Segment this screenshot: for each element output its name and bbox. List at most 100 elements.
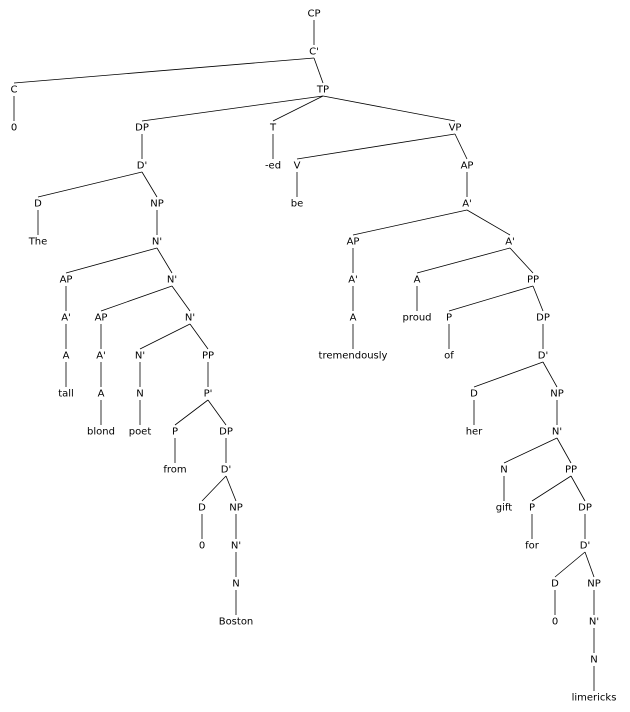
tree-edge-vp-v	[296, 133, 456, 160]
tree-node-dp3: DP	[536, 313, 550, 324]
tree-node-abar_trem: A'	[348, 275, 358, 286]
tree-node-t: T	[269, 123, 277, 134]
tree-node-n_gift: N	[500, 465, 507, 476]
tree-labels: CPC'C0TPDPD'DTheNPN'APA'AtallN'APA'Ablon…	[11, 9, 617, 704]
tree-node-n_lim: N	[590, 655, 597, 666]
tree-node-ap_tall: AP	[60, 275, 73, 286]
tree-edge-vp-ap_main	[454, 133, 468, 160]
tree-node-be: be	[291, 199, 304, 210]
tree-node-p_from: P	[172, 427, 178, 438]
tree-node-dbar1: D'	[137, 161, 147, 172]
tree-edge-nbar1-nbar2	[156, 247, 173, 274]
tree-edge-abar_proud-pp2	[509, 247, 534, 274]
tree-edge-tp-vp	[322, 95, 456, 122]
tree-node-tall: tall	[58, 389, 74, 400]
tree-node-pp3: PP	[565, 465, 577, 476]
tree-node-nbar3: N'	[185, 313, 195, 324]
tree-edge-tp-dp1	[141, 95, 324, 122]
tree-node-tremendously: tremendously	[319, 351, 388, 362]
tree-node-cbar: C'	[309, 47, 319, 58]
tree-node-a_trem: A	[350, 313, 357, 324]
tree-edge-abar_proud-a_proud	[416, 247, 511, 274]
tree-node-nbar6: N'	[552, 427, 562, 438]
tree-node-proud: proud	[402, 313, 431, 324]
tree-node-nbar2: N'	[167, 275, 177, 286]
tree-node-np3: NP	[550, 389, 564, 400]
tree-node-n_poet: N	[136, 389, 143, 400]
tree-edge-nbar1-ap_tall	[65, 247, 158, 274]
tree-node-the: The	[28, 237, 48, 248]
tree-node-nbar4: N'	[135, 351, 145, 362]
tree-edge-dbar2-np2	[225, 475, 237, 502]
tree-edge-dbar4-d4	[554, 551, 586, 578]
tree-node-nbar7: N'	[589, 617, 599, 628]
tree-node-vp: VP	[449, 123, 462, 134]
tree-node-ap_main: AP	[461, 161, 474, 172]
tree-node-cp: CP	[307, 9, 320, 20]
tree-edge-pp2-dp3	[532, 285, 544, 312]
tree-node-for: for	[525, 541, 540, 552]
tree-node-np2: NP	[229, 503, 243, 514]
tree-node-nbar1: N'	[152, 237, 162, 248]
tree-edge-abar_main-ap_trem	[352, 209, 468, 236]
tree-edge-nbar2-ap_blond	[100, 285, 173, 312]
tree-node-abar_tall: A'	[61, 313, 71, 324]
tree-node-poet: poet	[129, 427, 152, 438]
tree-node-dbar4: D'	[580, 541, 590, 552]
tree-node-p_for: P	[529, 503, 535, 514]
tree-node-pp1: PP	[202, 351, 214, 362]
tree-edge-abar_main-abar_proud	[466, 209, 511, 236]
tree-node-nbar5: N'	[231, 541, 241, 552]
tree-edge-nbar3-pp1	[189, 323, 209, 350]
tree-node-p_of: P	[446, 313, 452, 324]
tree-node-limericks: limericks	[572, 693, 617, 704]
tree-node-dbar3: D'	[538, 351, 548, 362]
tree-node-np4: NP	[587, 579, 601, 590]
tree-node-pbar1: P'	[204, 389, 213, 400]
tree-node-np1: NP	[150, 199, 164, 210]
tree-edge-pp3-dp4	[570, 475, 586, 502]
tree-edge-nbar3-nbar4	[139, 323, 191, 350]
tree-node-dp4: DP	[578, 503, 592, 514]
tree-node-ed: -ed	[265, 161, 281, 172]
tree-node-tp: TP	[316, 85, 329, 96]
tree-edge-cbar-c	[13, 57, 315, 84]
tree-edge-pp3-p_for	[531, 475, 572, 502]
tree-node-pp2: PP	[527, 275, 539, 286]
tree-node-d3: D	[470, 389, 478, 400]
tree-node-abar_main: A'	[462, 199, 472, 210]
tree-edge-nbar2-nbar3	[171, 285, 191, 312]
tree-node-dp2: DP	[219, 427, 233, 438]
tree-node-blond: blond	[87, 427, 115, 438]
tree-node-d4_0: 0	[552, 617, 558, 628]
tree-node-a_proud: A	[414, 275, 421, 286]
tree-edge-cbar-tp	[313, 57, 324, 84]
tree-edges	[13, 20, 595, 691]
tree-node-v: V	[294, 161, 301, 172]
tree-node-d2: D	[198, 503, 206, 514]
tree-edge-dbar3-np3	[542, 361, 558, 388]
tree-node-ap_trem: AP	[347, 237, 360, 248]
tree-node-of: of	[444, 351, 454, 362]
tree-node-ap_blond: AP	[95, 313, 108, 324]
tree-node-c: C	[11, 85, 18, 96]
tree-node-abar_blond: A'	[96, 351, 106, 362]
tree-node-a_blond: A	[98, 389, 105, 400]
tree-node-from: from	[163, 465, 186, 476]
tree-edge-pbar1-p_from	[174, 399, 209, 426]
tree-edge-pbar1-dp2	[207, 399, 227, 426]
tree-edge-dbar1-np1	[141, 171, 158, 198]
tree-node-a_tall: A	[63, 351, 70, 362]
tree-edge-dbar1-d1	[37, 171, 143, 198]
tree-node-d2_0: 0	[199, 541, 205, 552]
tree-edge-pp2-p_of	[448, 285, 534, 312]
tree-edge-nbar6-pp3	[556, 437, 572, 464]
tree-node-her: her	[466, 427, 483, 438]
tree-edge-nbar6-n_gift	[503, 437, 558, 464]
tree-edge-dbar4-np4	[584, 551, 595, 578]
tree-node-gift: gift	[496, 503, 512, 514]
tree-node-c0: 0	[11, 123, 17, 134]
tree-edge-tp-t	[272, 95, 324, 122]
